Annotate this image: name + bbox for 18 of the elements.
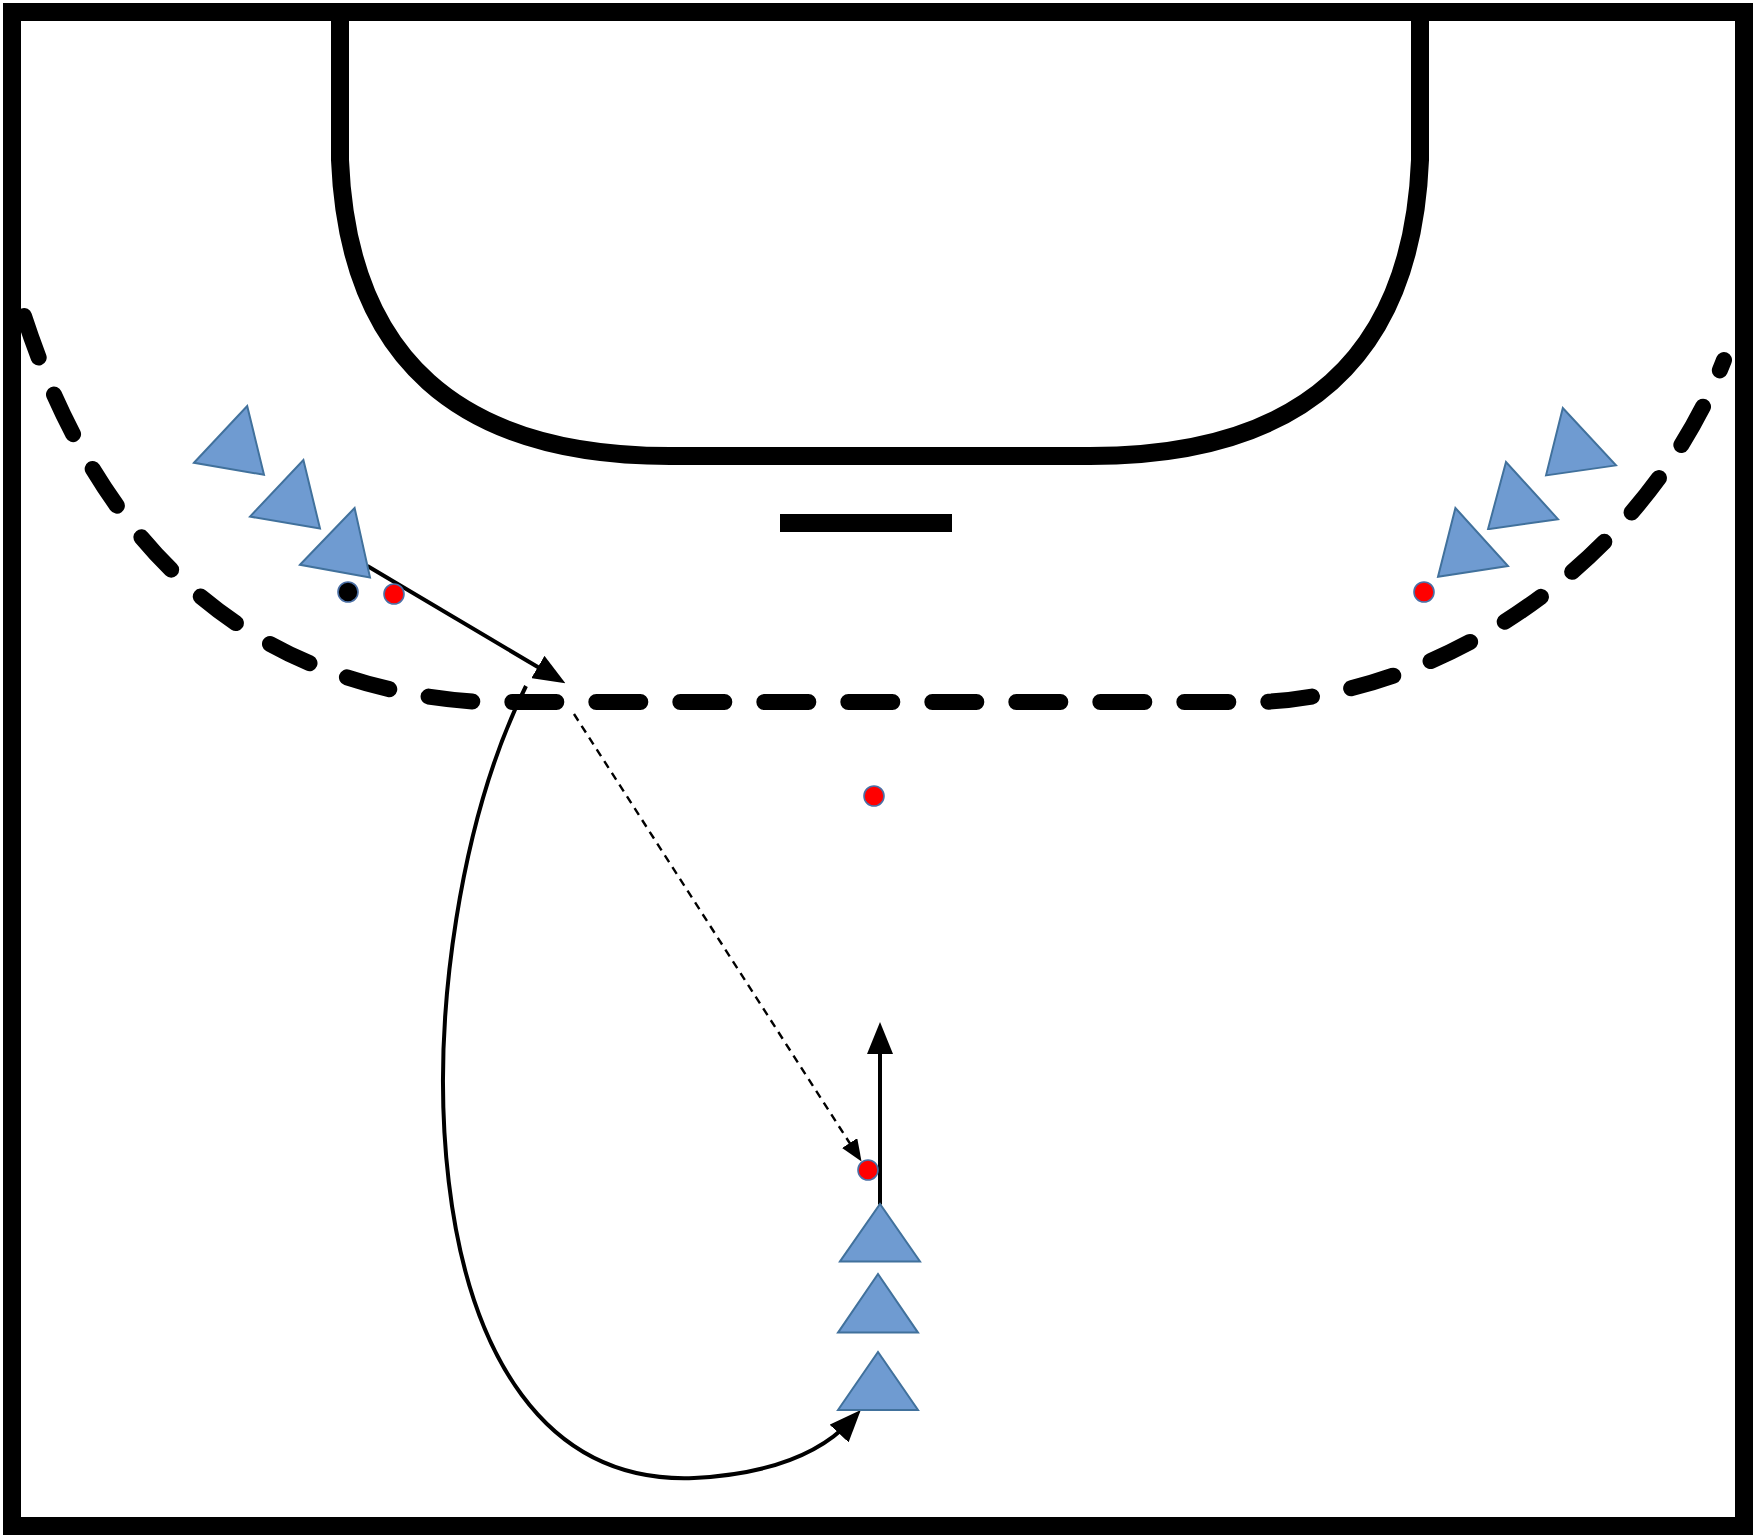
arrow — [366, 564, 566, 684]
triangle-icon — [836, 1271, 921, 1334]
triangle-icon — [1486, 459, 1561, 531]
triangle-icon — [838, 1202, 922, 1264]
curved-arrow — [441, 685, 862, 1480]
arrow — [867, 1022, 893, 1205]
dot-icon — [381, 581, 406, 606]
triangle-icon — [836, 1350, 921, 1412]
triangle-icon — [191, 404, 266, 478]
dot-icon — [855, 1158, 879, 1182]
triangle-icon — [1544, 406, 1619, 478]
triangle-icon — [298, 506, 372, 580]
dashed-arrow — [573, 713, 862, 1162]
dot-icon — [1412, 580, 1437, 604]
triangle-icon — [1436, 506, 1510, 580]
triangle-icon — [248, 458, 322, 531]
dot-icon — [336, 580, 361, 605]
dot-icon — [862, 784, 887, 809]
